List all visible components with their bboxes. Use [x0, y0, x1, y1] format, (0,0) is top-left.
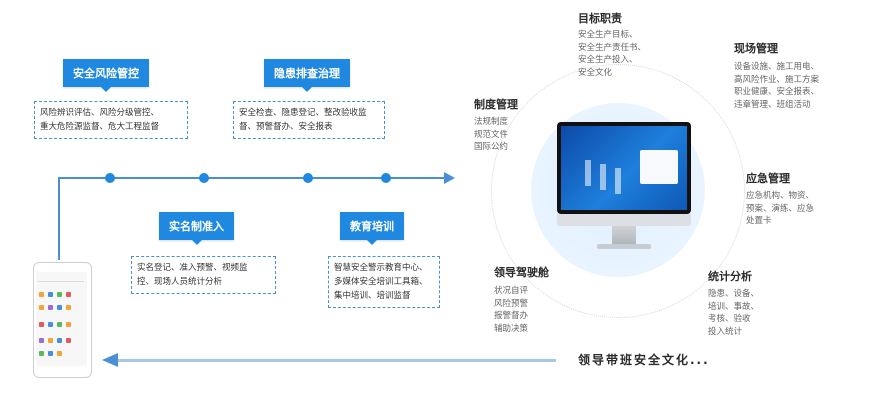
step-training-desc: 智慧安全警示教育中心、多媒体安全培训工具箱、集中培训、培训监督 — [328, 256, 440, 308]
module-goals-items: 安全生产目标、安全生产责任书、安全生产投入、安全文化 — [578, 30, 647, 78]
monitor-base — [597, 244, 651, 249]
module-cockpit-items: 状况自评风险预警报警督办辅助决策 — [494, 286, 529, 334]
step-hazard-desc: 安全检查、隐患登记、整改验收监督、预警督办、安全报表 — [233, 101, 385, 139]
module-goals-title: 目标职责 — [578, 12, 622, 25]
monitor-chin — [557, 214, 691, 226]
app-icon — [39, 292, 44, 297]
module-emergency-title: 应急管理 — [746, 172, 790, 185]
app-icon — [39, 338, 44, 343]
timeline-dot — [105, 173, 115, 183]
timeline-riser — [58, 178, 60, 260]
app-icon — [66, 338, 71, 343]
app-icon — [57, 338, 62, 343]
app-icon — [48, 292, 53, 297]
step-hazard-tag: 隐患排查治理 — [264, 59, 350, 92]
module-ring — [491, 64, 745, 318]
step-realname-desc: 实名登记、准入预警、视频监控、现场人员统计分析 — [131, 256, 276, 294]
bottom-arrow-line — [118, 359, 556, 362]
app-icon — [39, 351, 44, 356]
module-site-title: 现场管理 — [734, 42, 778, 55]
app-icon — [66, 322, 71, 327]
app-icon — [39, 305, 44, 310]
app-icon — [57, 305, 62, 310]
step-training-tag: 教育培训 — [340, 212, 404, 245]
app-icon — [48, 305, 53, 310]
bottom-banner-text: 领导带班安全文化... — [578, 353, 710, 367]
app-icon — [57, 351, 62, 356]
module-emergency-items: 应急机构、物资、预案、演练、应急处置卡 — [746, 191, 815, 226]
monitor-stand — [612, 226, 636, 246]
phone-divider — [38, 281, 84, 282]
module-system-title: 制度管理 — [474, 98, 518, 111]
app-icon — [48, 322, 53, 327]
timeline-arrow-icon — [444, 172, 455, 184]
module-stats-title: 统计分析 — [708, 270, 752, 283]
phone-screen — [36, 272, 87, 366]
step-risk-control-tag: 安全风险管控 — [63, 59, 149, 92]
timeline-dot — [381, 173, 391, 183]
module-site-items: 设备设施、施工用电、高风险作业、施工方案职业健康、安全报表、违章管理、班组活动 — [734, 62, 820, 110]
module-cockpit-title: 领导驾驶舱 — [494, 266, 549, 279]
app-icon — [48, 351, 53, 356]
timeline-dot — [303, 173, 313, 183]
app-icon — [57, 292, 62, 297]
step-realname-tag: 实名制准入 — [159, 212, 234, 245]
gate-illustration — [615, 168, 621, 194]
login-panel — [640, 150, 678, 184]
timeline-line — [58, 177, 446, 179]
bottom-arrow-icon — [102, 353, 118, 367]
app-icon — [48, 338, 53, 343]
gate-illustration — [600, 164, 606, 190]
timeline-dot — [199, 173, 209, 183]
module-system-items: 法规制度规范文件国际公约 — [474, 117, 509, 152]
module-stats-items: 隐患、设备、培训、事故、考核、验收投入统计 — [708, 289, 760, 337]
app-icon — [39, 322, 44, 327]
gate-illustration — [585, 160, 591, 186]
step-risk-control-desc: 风险辨识评估、风险分级管控、重大危险源监督、危大工程监督 — [34, 101, 188, 139]
app-icon — [66, 292, 71, 297]
app-icon — [57, 322, 62, 327]
app-icon — [66, 305, 71, 310]
